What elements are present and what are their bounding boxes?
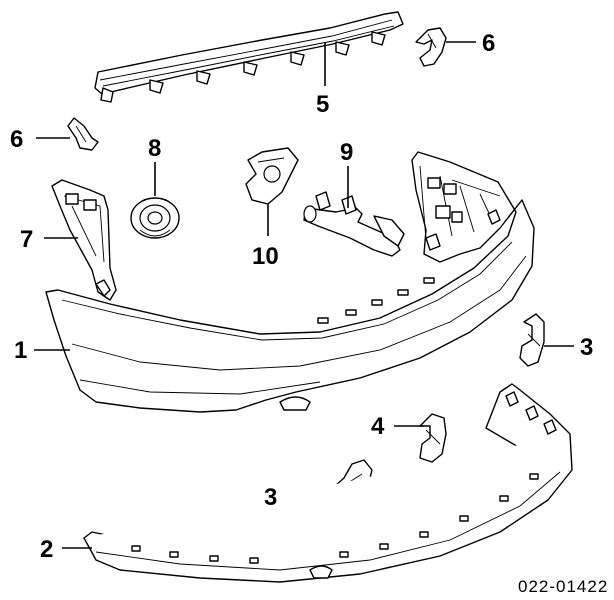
- diagram-part-number: 022-01422: [518, 577, 608, 596]
- callout-6-left: 6: [10, 126, 23, 153]
- callout-2: 2: [40, 536, 53, 563]
- callout-9: 9: [340, 139, 353, 166]
- callout-3-lower: 3: [264, 484, 277, 511]
- part-2-lower-valance: [83, 383, 573, 583]
- callout-5: 5: [316, 91, 329, 118]
- part-7-side-bracket: [51, 179, 117, 301]
- callout-3-right: 3: [580, 334, 593, 361]
- callout-6-upper: 6: [482, 30, 495, 57]
- callout-4: 4: [371, 413, 385, 440]
- callout-10: 10: [252, 243, 279, 270]
- part-9-washer-tube: [303, 191, 405, 257]
- part-6-bracket-left: [67, 117, 99, 151]
- part-8-grommet: [130, 197, 180, 239]
- part-6-bracket-upper: [415, 27, 447, 67]
- callout-7: 7: [20, 226, 33, 253]
- part-5-reinforcement-bar: [94, 11, 404, 103]
- callout-1: 1: [14, 337, 27, 364]
- part-1-bumper-cover: [45, 151, 535, 413]
- part-4-clip: [419, 413, 447, 463]
- part-3-clip-right: [519, 313, 545, 367]
- part-10-retainer: [245, 147, 299, 205]
- callout-8: 8: [148, 135, 161, 162]
